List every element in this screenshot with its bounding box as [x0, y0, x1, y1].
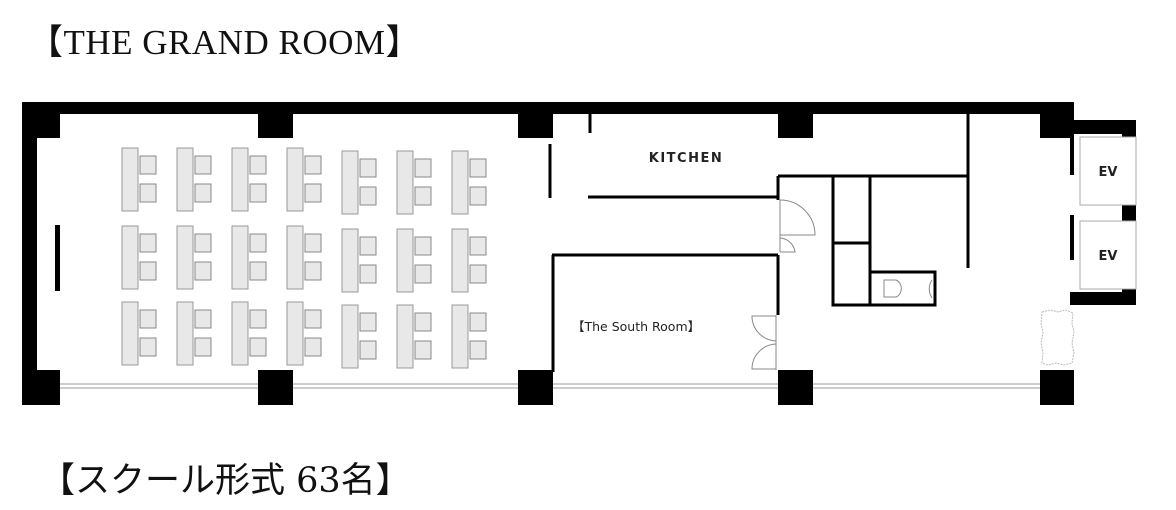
chair [304, 183, 322, 203]
desk [121, 301, 139, 366]
capacity-caption: 【スクール形式 63名】 [40, 461, 411, 501]
chair [359, 312, 377, 332]
chair [469, 158, 487, 178]
chair [414, 264, 432, 284]
chair [194, 233, 212, 253]
chair [194, 155, 212, 175]
desk [121, 147, 139, 212]
chair [304, 261, 322, 281]
chair [469, 186, 487, 206]
whiteboard [55, 225, 60, 291]
chair [359, 264, 377, 284]
chair [194, 183, 212, 203]
chair [139, 155, 157, 175]
chair [139, 309, 157, 329]
doors [751, 199, 933, 370]
chair [249, 337, 267, 357]
south-room-label: 【The South Room】 [572, 319, 700, 334]
desk [341, 150, 359, 215]
desk [396, 304, 414, 369]
chair [469, 264, 487, 284]
elevator-label: EV [1099, 165, 1118, 180]
desk [286, 225, 304, 290]
chair [249, 309, 267, 329]
desk [231, 147, 249, 212]
desk [451, 228, 469, 293]
chair [139, 233, 157, 253]
chair [194, 261, 212, 281]
elevator-1: EV [1079, 136, 1137, 206]
chair [249, 183, 267, 203]
chair [304, 337, 322, 357]
chair [139, 337, 157, 357]
desk [231, 225, 249, 290]
chair [469, 236, 487, 256]
chair [139, 261, 157, 281]
chair [414, 312, 432, 332]
desk [121, 225, 139, 290]
chair [194, 337, 212, 357]
kitchen-label: KITCHEN [649, 151, 723, 166]
interior-walls [548, 114, 970, 372]
chair [304, 309, 322, 329]
desk [176, 147, 194, 212]
chair [359, 186, 377, 206]
chair [414, 158, 432, 178]
desk [451, 304, 469, 369]
page-title: 【THE GRAND ROOM】 [28, 23, 422, 62]
chair [249, 155, 267, 175]
desk [231, 301, 249, 366]
chair [414, 340, 432, 360]
planter-icon [1040, 309, 1075, 366]
chair [249, 261, 267, 281]
desk [396, 228, 414, 293]
chair [469, 312, 487, 332]
chair [249, 233, 267, 253]
desk [341, 304, 359, 369]
chair [359, 158, 377, 178]
chair [359, 340, 377, 360]
chair [139, 183, 157, 203]
desk [341, 228, 359, 293]
desk [451, 150, 469, 215]
desk [286, 301, 304, 366]
chair [414, 186, 432, 206]
chair [414, 236, 432, 256]
chair [359, 236, 377, 256]
elevator-label: EV [1099, 249, 1118, 264]
desk [286, 147, 304, 212]
desk-layout [121, 147, 487, 369]
elevator-2: EV [1079, 220, 1137, 290]
chair [469, 340, 487, 360]
desk [176, 225, 194, 290]
chair [194, 309, 212, 329]
chair [304, 233, 322, 253]
desk [396, 150, 414, 215]
chair [304, 155, 322, 175]
desk [176, 301, 194, 366]
